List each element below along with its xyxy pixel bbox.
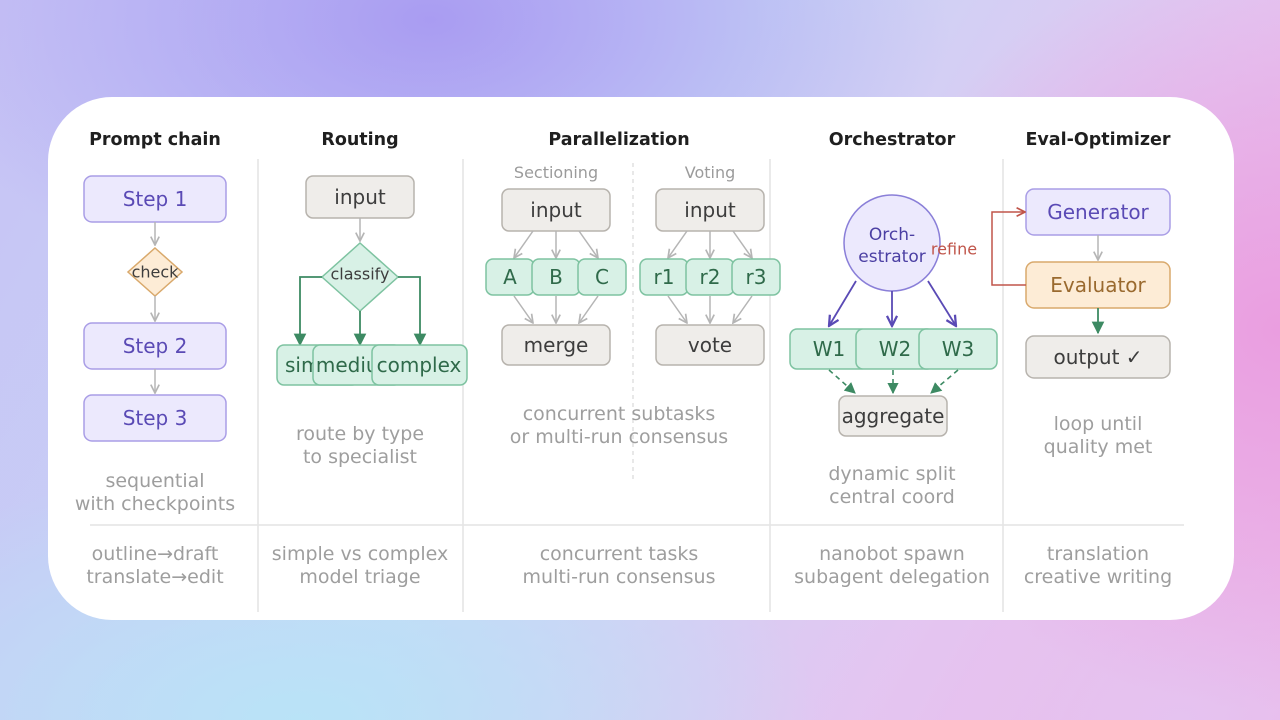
route-complex-label: complex [377, 353, 462, 377]
routing-column: Routing input classify simple medium com… [272, 130, 468, 588]
description-line: loop until [1054, 413, 1143, 435]
prompt-chain-column: Prompt chain Step 1 check Step 2 Step 3 … [75, 130, 235, 588]
description-line: with checkpoints [75, 493, 235, 515]
vote-box [655, 324, 765, 366]
section-worker-label: C [595, 265, 609, 289]
description-line: central coord [829, 486, 955, 508]
usecase-line: model triage [299, 566, 420, 588]
merge-box [501, 324, 611, 366]
eval-optimizer-column: Eval-Optimizer Generator Evaluator refin… [931, 130, 1172, 588]
column-title: Eval-Optimizer [1025, 130, 1170, 150]
output-label: output ✓ [1053, 345, 1142, 369]
usecase-line: multi-run consensus [523, 566, 716, 588]
sectioning-input-label: input [530, 198, 582, 222]
diagram-card: Prompt chain Step 1 check Step 2 Step 3 … [48, 97, 1234, 620]
aggregate-box [838, 395, 948, 437]
usecase-line: outline→draft [92, 543, 219, 565]
arrow [668, 230, 688, 258]
orchestrator-label-line: Orch- [869, 225, 915, 245]
usecase-line: concurrent tasks [540, 543, 699, 565]
refine-loop-arrow [991, 212, 1026, 286]
merge-label: merge [524, 333, 589, 357]
collect-arrow [828, 369, 856, 394]
evaluator-label: Evaluator [1050, 273, 1146, 297]
worker-box [918, 328, 998, 370]
section-worker-box [577, 258, 627, 296]
worker-label: W1 [813, 337, 846, 361]
route-complex-box [371, 344, 468, 386]
step-1-label: Step 1 [123, 187, 188, 211]
column-title: Parallelization [548, 130, 689, 150]
check-label: check [132, 263, 180, 282]
usecase-line: translate→edit [86, 566, 223, 588]
route-target-group: simple medium complex [276, 344, 468, 386]
voting-input-label: input [684, 198, 736, 222]
voting-label: Voting [685, 163, 736, 182]
dispatch-arrow [927, 280, 956, 326]
step-3-box [83, 394, 227, 442]
parallelization-column: Parallelization Sectioning input A B C m… [485, 130, 781, 588]
vote-run-box [731, 258, 781, 296]
description-line: sequential [105, 470, 204, 492]
step-3-label: Step 3 [123, 406, 188, 430]
arrow [733, 295, 753, 323]
refine-label: refine [931, 240, 977, 259]
description-line: to specialist [303, 446, 417, 468]
section-worker-label: B [549, 265, 563, 289]
column-title: Prompt chain [89, 130, 221, 150]
generator-label: Generator [1047, 200, 1149, 224]
vote-run-label: r2 [700, 265, 721, 289]
orchestrator-label-line: estrator [858, 247, 925, 267]
usecase-line: translation [1047, 543, 1149, 565]
sectioning-label: Sectioning [514, 163, 598, 182]
route-arrow [398, 276, 427, 347]
vote-run-label: r3 [746, 265, 767, 289]
column-title: Routing [321, 130, 398, 150]
arrow [514, 230, 534, 258]
routing-input-label: input [334, 185, 386, 209]
orchestrator-column: Orchestrator Orch- estrator W1 W2 W3 agg… [789, 130, 998, 588]
description-line: dynamic split [828, 463, 955, 485]
arrow [578, 230, 598, 258]
arrow [732, 230, 752, 258]
classify-label: classify [331, 265, 390, 284]
description-line: concurrent subtasks [523, 403, 716, 425]
vote-run-label: r1 [654, 265, 675, 289]
usecase-line: nanobot spawn [819, 543, 965, 565]
description-line: or multi-run consensus [510, 426, 728, 448]
output-box [1025, 335, 1171, 379]
description-line: route by type [296, 423, 424, 445]
route-arrow [293, 276, 322, 347]
collect-arrow [930, 369, 959, 394]
section-worker-label: A [503, 265, 517, 289]
worker-label: W3 [942, 337, 975, 361]
column-title: Orchestrator [829, 130, 956, 150]
vote-label: vote [688, 333, 732, 357]
workflow-patterns-diagram: Prompt chain Step 1 check Step 2 Step 3 … [75, 130, 1184, 612]
arrow [513, 295, 533, 323]
step-2-label: Step 2 [123, 334, 188, 358]
aggregate-label: aggregate [842, 404, 945, 428]
usecase-line: subagent delegation [794, 566, 990, 588]
worker-label: W2 [879, 337, 912, 361]
usecase-line: simple vs complex [272, 543, 448, 565]
description-line: quality met [1044, 436, 1153, 458]
usecase-line: creative writing [1024, 566, 1172, 588]
dispatch-arrow [829, 280, 857, 326]
arrow [579, 295, 599, 323]
arrow [667, 295, 687, 323]
